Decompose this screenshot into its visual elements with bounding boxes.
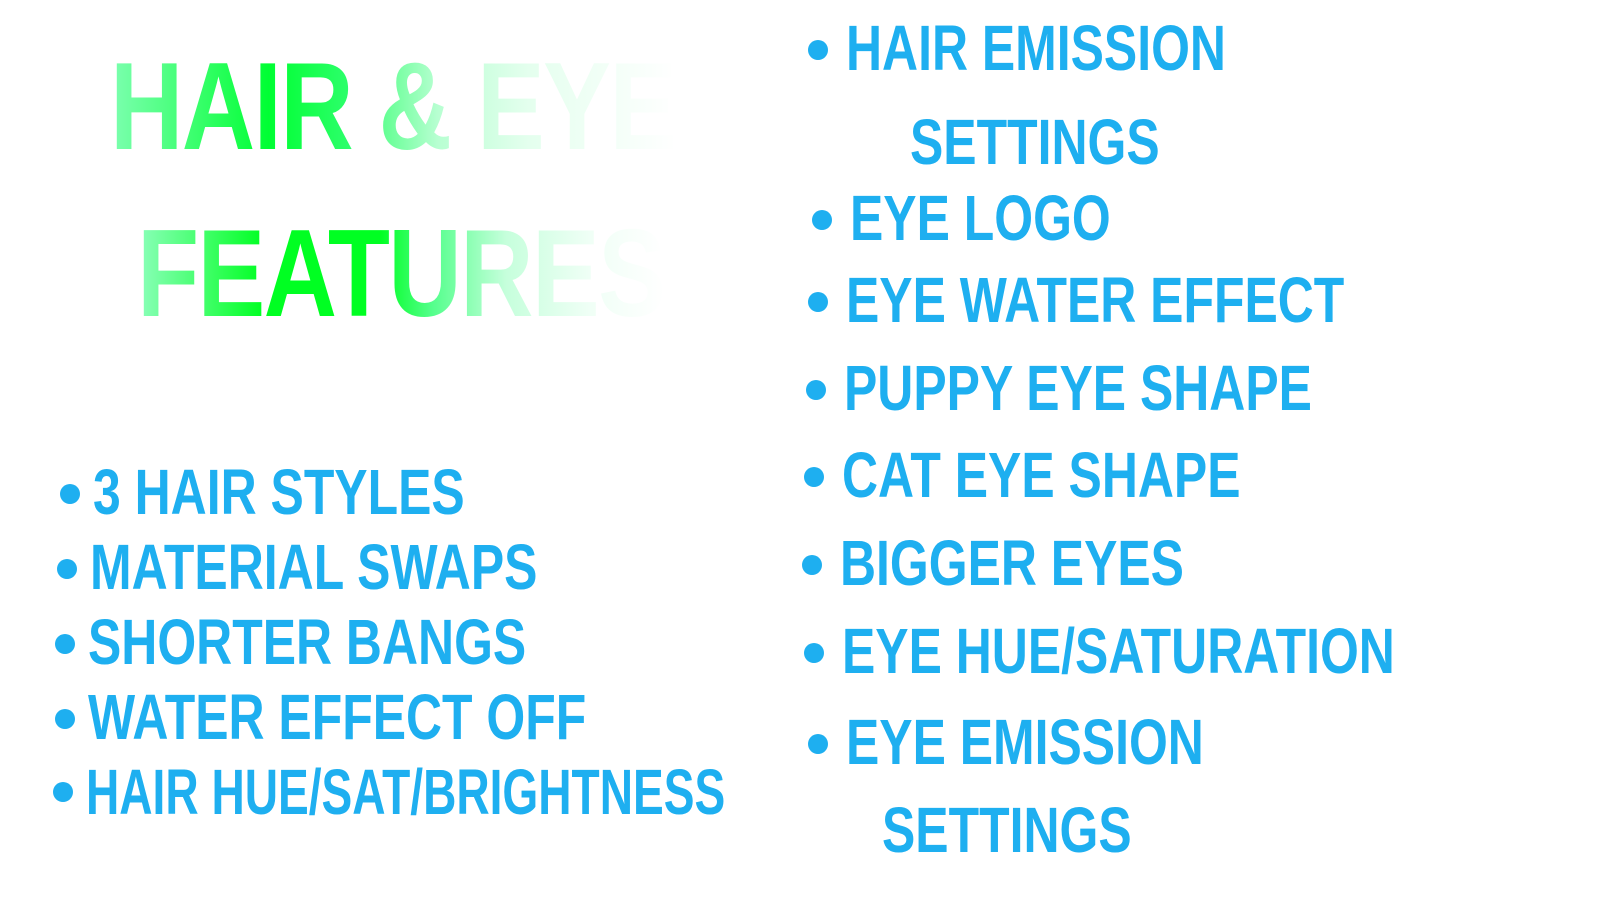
bullet-icon	[804, 467, 824, 487]
right-feature-4: PUPPY EYE SHAPE	[844, 352, 1312, 424]
bullet-icon	[808, 40, 828, 60]
bullet-icon	[804, 643, 824, 663]
bullet-icon	[806, 380, 826, 400]
right-feature-2: EYE LOGO	[850, 182, 1111, 254]
right-feature-7: EYE HUE/SATURATION	[842, 615, 1395, 687]
bullet-icon	[53, 782, 73, 802]
bullet-icon	[802, 555, 822, 575]
bullet-icon	[812, 210, 832, 230]
bullet-icon	[808, 292, 828, 312]
left-feature-1: 3 HAIR STYLES	[93, 456, 465, 528]
right-feature-8-cont: SETTINGS	[882, 794, 1132, 866]
right-feature-1: HAIR EMISSION	[846, 12, 1226, 84]
bullet-icon	[55, 709, 75, 729]
bullet-icon	[808, 734, 828, 754]
bullet-icon	[55, 634, 75, 654]
left-feature-3: SHORTER BANGS	[88, 606, 527, 678]
right-feature-5: CAT EYE SHAPE	[842, 439, 1241, 511]
bullet-icon	[60, 484, 80, 504]
left-feature-5: HAIR HUE/SAT/BRIGHTNESS	[86, 756, 726, 828]
bullet-icon	[57, 559, 77, 579]
right-feature-3: EYE WATER EFFECT	[846, 264, 1345, 336]
title-line-2: FEATURES	[137, 205, 666, 343]
title-line-1: HAIR & EYE	[110, 38, 677, 176]
right-feature-8: EYE EMISSION	[846, 706, 1204, 778]
left-feature-2: MATERIAL SWAPS	[90, 531, 538, 603]
left-feature-4: WATER EFFECT OFF	[88, 681, 587, 753]
right-feature-6: BIGGER EYES	[840, 527, 1184, 599]
right-feature-1-cont: SETTINGS	[910, 106, 1160, 178]
